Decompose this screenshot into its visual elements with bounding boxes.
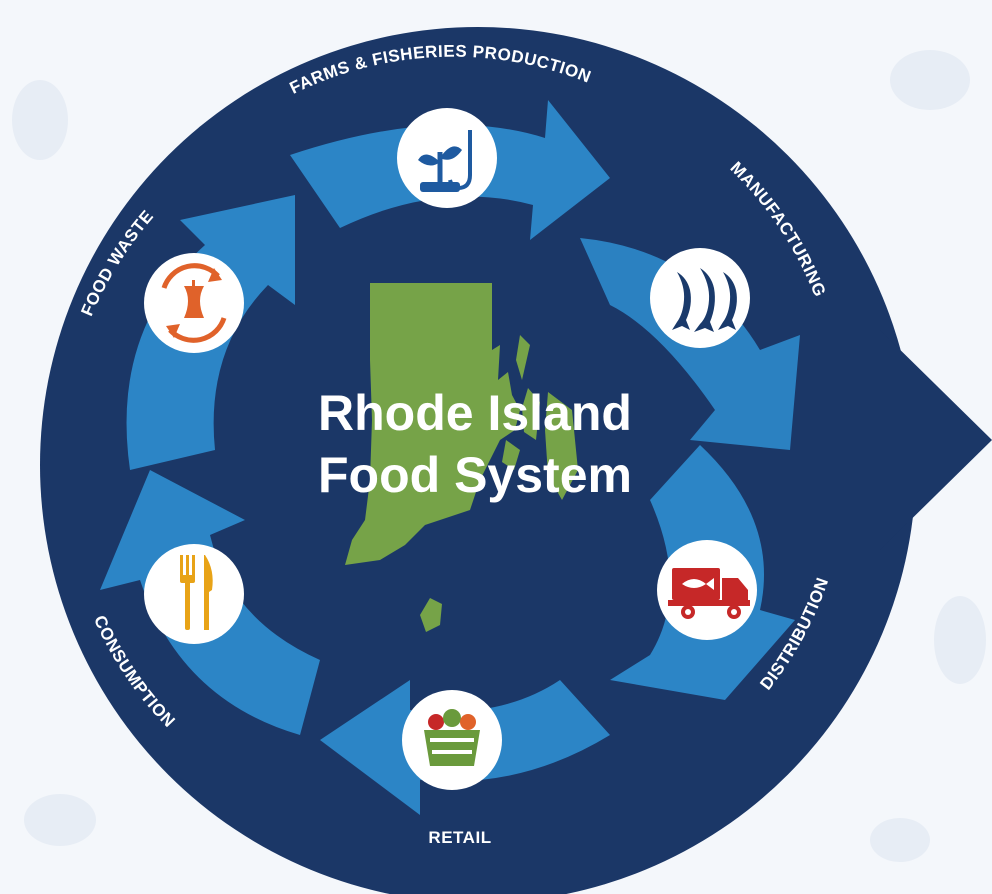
title-line-1: Rhode Island bbox=[318, 385, 632, 441]
stage-label-retail: RETAIL bbox=[428, 828, 491, 847]
stage-icon-consumption bbox=[144, 544, 244, 644]
fork-knife-icon bbox=[180, 555, 213, 630]
title-line-2: Food System bbox=[318, 447, 632, 503]
stage-icon-farms bbox=[397, 108, 497, 208]
stage-icon-distribution bbox=[657, 540, 757, 640]
seedling-fishhook-icon bbox=[418, 130, 472, 192]
three-fish-icon bbox=[672, 268, 737, 332]
rhode-island-map bbox=[345, 283, 578, 632]
background-pattern bbox=[12, 50, 986, 862]
stage-icon-retail bbox=[402, 690, 502, 790]
stage-icon-food-waste bbox=[144, 253, 244, 353]
diagram-title: Rhode Island Food System bbox=[318, 385, 632, 503]
produce-basket-icon bbox=[424, 709, 480, 766]
delivery-truck-icon bbox=[668, 568, 750, 619]
stage-icon-manufacturing bbox=[650, 248, 750, 348]
apple-core-recycle-icon bbox=[161, 263, 227, 343]
